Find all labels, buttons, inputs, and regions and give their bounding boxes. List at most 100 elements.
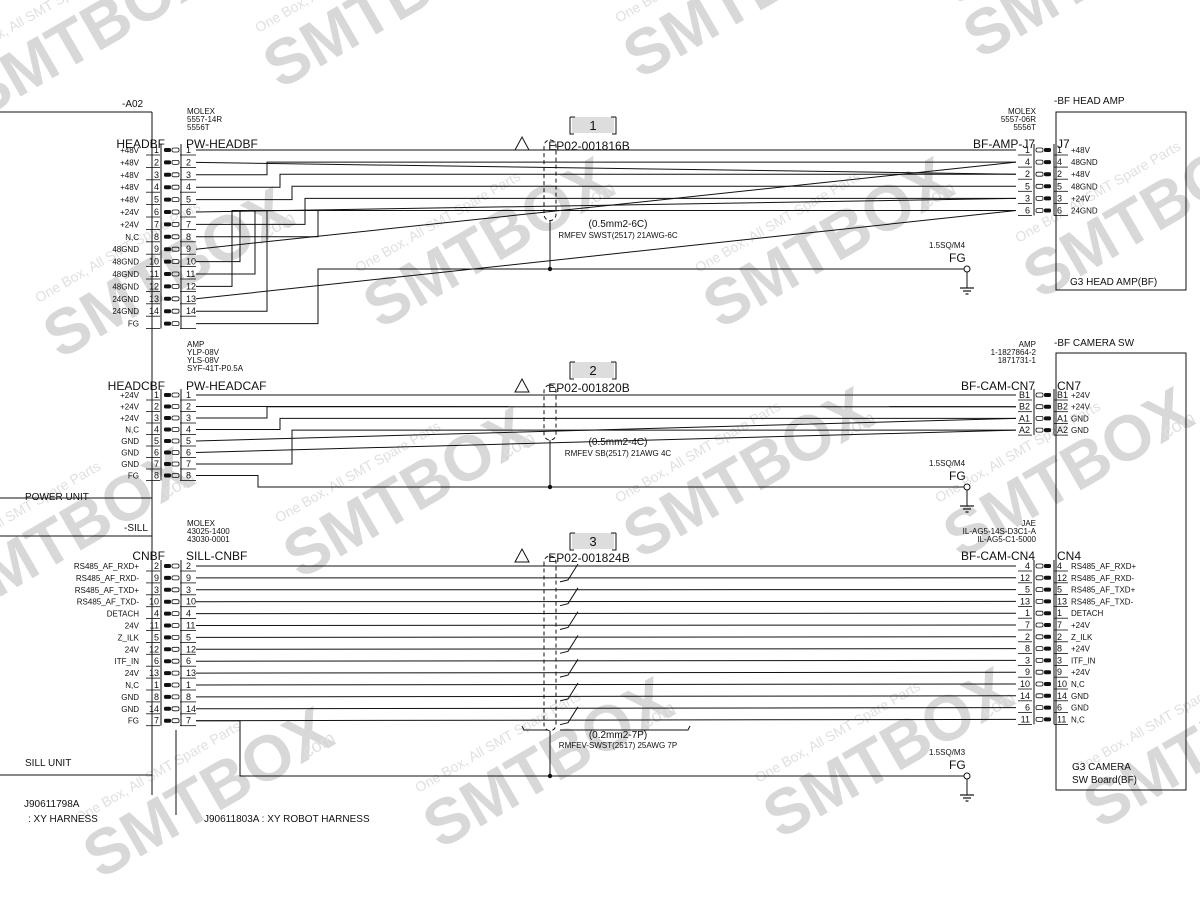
right-signal-name: Z_ILK — [1071, 633, 1093, 642]
right-plug-contact — [1035, 669, 1044, 675]
signal-wire — [195, 718, 1017, 722]
label-sill-unit: SILL UNIT — [25, 758, 71, 769]
signal-wire — [195, 210, 1017, 300]
left-pin-number: 4 — [154, 425, 159, 435]
right-pin-contact — [1044, 611, 1051, 616]
signal-wire — [195, 671, 1017, 674]
fg-label: FG — [949, 758, 966, 772]
left-signal-name: 24V — [125, 669, 140, 678]
left-signal-name: 48GND — [112, 282, 139, 291]
right-plug-contact — [1035, 575, 1044, 581]
left-pin-contact — [164, 321, 171, 326]
left-maker-spec: 43030-0001 — [187, 535, 230, 544]
right-signal-name: 48GND — [1071, 158, 1098, 167]
left-pin-number: 5 — [154, 436, 159, 446]
right-pin-contact — [1044, 564, 1051, 568]
right-plug-pin: 1 — [1025, 608, 1030, 618]
left-plug-pin: 14 — [186, 306, 196, 316]
left-pin-number: 3 — [154, 585, 159, 595]
left-plug-contact — [171, 259, 180, 265]
left-plug-pin: 9 — [186, 573, 191, 583]
right-pin-number: 3 — [1057, 655, 1062, 665]
right-plug-pin: 1 — [1025, 145, 1030, 155]
twisted-pair-mark — [559, 706, 579, 726]
left-pin-number: 5 — [154, 195, 159, 205]
left-pin-number: 8 — [154, 471, 159, 481]
left-pin-contact — [164, 706, 171, 711]
right-pin-contact — [1044, 184, 1051, 189]
left-signal-name: GND — [121, 437, 139, 446]
left-plug-contact — [171, 718, 180, 724]
right-maker-spec: IL-AG5-C1-5000 — [977, 535, 1036, 544]
right-plug-contact — [1035, 404, 1044, 410]
left-plug-contact — [171, 682, 180, 688]
left-signal-name: FG — [128, 472, 139, 481]
left-plug-name: SILL-CNBF — [186, 549, 247, 563]
left-pin-number: 5 — [154, 632, 159, 642]
right-pin-contact — [1044, 658, 1051, 663]
left-maker-spec: YLP-08V — [187, 348, 220, 357]
right-box-connector-name: CN4 — [1057, 549, 1081, 563]
right-pin-number: 1 — [1057, 145, 1062, 155]
left-pin-contact — [164, 172, 171, 177]
right-plug-contact — [1035, 693, 1044, 699]
right-plug-pin: B2 — [1019, 402, 1030, 412]
left-plug-contact — [171, 438, 180, 444]
left-signal-name: +24V — [120, 403, 140, 412]
left-plug-pin: 8 — [186, 692, 191, 702]
right-maker-spec: 1-1827864-2 — [991, 348, 1037, 357]
left-pin-number: 4 — [154, 182, 159, 192]
left-pin-contact — [164, 148, 171, 152]
left-maker-spec: MOLEX — [187, 107, 216, 116]
cable-type: RMFEV-SWST(2517) 25AWG 7P — [559, 741, 677, 750]
right-plug-contact — [1035, 147, 1044, 153]
left-plug-contact — [171, 658, 180, 664]
junction-dot — [547, 773, 553, 779]
part-bracket-left — [569, 117, 574, 135]
left-pin-contact — [164, 259, 171, 264]
warning-triangle-icon — [514, 547, 530, 563]
right-pin-number: B1 — [1057, 390, 1068, 400]
right-pin-number: A2 — [1057, 425, 1068, 435]
right-box-connector-name: CN7 — [1057, 379, 1081, 393]
signal-wire — [195, 636, 1017, 638]
right-plug-name: BF-AMP-J7 — [973, 137, 1035, 151]
left-plug-pin: 6 — [186, 448, 191, 458]
signal-wire — [195, 624, 1017, 626]
left-maker-spec: AMP — [187, 340, 204, 349]
right-maker-spec: 5557-06R — [1001, 115, 1036, 124]
right-signal-name: +48V — [1071, 146, 1091, 155]
left-plug-pin: 11 — [186, 621, 195, 631]
left-pin-number: 4 — [154, 609, 159, 619]
signal-wire — [195, 683, 1017, 686]
left-plug-contact — [171, 563, 180, 569]
right-pin-number: 4 — [1057, 561, 1062, 571]
left-pin-contact — [164, 683, 171, 687]
left-signal-name: 48GND — [112, 270, 139, 279]
right-signal-name: RS485_AF_RXD+ — [1071, 562, 1136, 571]
left-connector-name: HEADCBF — [108, 379, 165, 393]
left-plug-contact — [171, 450, 180, 455]
left-pin-number: 11 — [150, 621, 159, 631]
left-pin-number: 13 — [149, 668, 159, 678]
left-pin-number: 14 — [149, 704, 159, 714]
right-plug-contact — [1035, 705, 1044, 710]
left-signal-name: +24V — [120, 220, 140, 229]
left-pin-contact — [164, 393, 171, 397]
right-signal-name: N,C — [1071, 680, 1085, 689]
left-pin-number: 7 — [154, 716, 159, 726]
part-number: EP02-001824B — [548, 551, 629, 565]
left-pin-contact — [164, 309, 171, 314]
left-pin-number: 6 — [154, 448, 159, 458]
right-plug-name: BF-CAM-CN7 — [961, 379, 1035, 393]
left-pin-number: 3 — [154, 413, 159, 423]
left-plug-contact — [171, 623, 180, 628]
right-signal-name: +24V — [1071, 621, 1091, 630]
twisted-pair-mark — [559, 587, 579, 607]
signal-wire — [196, 185, 1016, 201]
